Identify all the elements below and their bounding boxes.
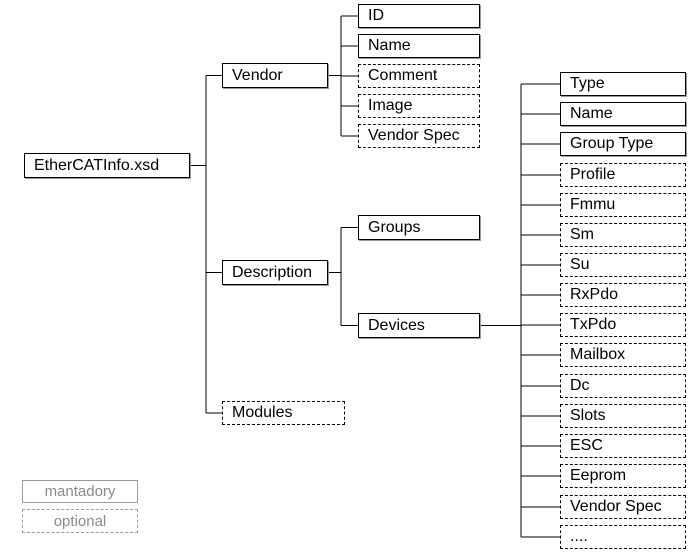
legend-optional: optional xyxy=(22,509,138,533)
node-label: Su xyxy=(570,256,590,273)
node-dev_slots[interactable]: Slots xyxy=(560,404,686,428)
node-label: Fmmu xyxy=(570,196,616,213)
node-dev_type[interactable]: Type xyxy=(560,72,686,96)
node-label: Vendor Spec xyxy=(570,498,662,515)
node-v_vspec[interactable]: Vendor Spec xyxy=(358,124,480,148)
node-label: Mailbox xyxy=(570,346,626,363)
node-label: Groups xyxy=(368,218,421,236)
node-v_comment[interactable]: Comment xyxy=(358,64,480,88)
node-dev_txpdo[interactable]: TxPdo xyxy=(560,313,686,337)
node-root[interactable]: EtherCATInfo.xsd xyxy=(24,153,190,178)
node-dev_fmmu[interactable]: Fmmu xyxy=(560,193,686,217)
node-label: Dc xyxy=(570,377,590,394)
node-label: ID xyxy=(368,7,384,24)
legend-label: optional xyxy=(53,512,107,530)
node-dev_group[interactable]: Group Type xyxy=(560,132,686,156)
node-v_name[interactable]: Name xyxy=(358,34,480,58)
node-label: Group Type xyxy=(570,135,654,152)
node-label: Name xyxy=(570,105,613,122)
node-label: Image xyxy=(368,97,413,114)
node-label: .... xyxy=(570,528,588,545)
node-dev_esc[interactable]: ESC xyxy=(560,434,686,458)
node-label: Eeprom xyxy=(570,467,627,484)
node-vendor[interactable]: Vendor xyxy=(222,63,328,88)
node-v_id[interactable]: ID xyxy=(358,4,480,28)
node-label: EtherCATInfo.xsd xyxy=(34,156,160,174)
node-label: RxPdo xyxy=(570,286,619,303)
node-label: Type xyxy=(570,75,605,92)
node-description[interactable]: Description xyxy=(222,260,328,285)
node-dev_more[interactable]: .... xyxy=(560,525,686,549)
node-label: Slots xyxy=(570,407,606,424)
legend-label: mantadory xyxy=(44,483,116,500)
node-label: Devices xyxy=(368,316,425,334)
node-label: Sm xyxy=(570,226,594,243)
node-dev_profile[interactable]: Profile xyxy=(560,163,686,187)
node-label: Profile xyxy=(570,166,616,183)
node-label: Name xyxy=(368,37,411,54)
node-dev_dc[interactable]: Dc xyxy=(560,374,686,398)
node-dev_vspec[interactable]: Vendor Spec xyxy=(560,495,686,519)
node-label: ESC xyxy=(570,437,603,454)
node-dev_rxpdo[interactable]: RxPdo xyxy=(560,283,686,307)
node-dev_eeprom[interactable]: Eeprom xyxy=(560,464,686,488)
node-v_image[interactable]: Image xyxy=(358,94,480,118)
node-d_groups[interactable]: Groups xyxy=(358,215,480,240)
node-dev_sm[interactable]: Sm xyxy=(560,223,686,247)
node-label: Vendor xyxy=(232,66,283,84)
node-d_devices[interactable]: Devices xyxy=(358,313,480,338)
node-label: Modules xyxy=(232,404,293,421)
node-dev_name[interactable]: Name xyxy=(560,102,686,126)
node-dev_su[interactable]: Su xyxy=(560,253,686,277)
node-label: Description xyxy=(232,263,313,281)
node-label: Comment xyxy=(368,67,438,84)
node-dev_mailbox[interactable]: Mailbox xyxy=(560,343,686,367)
legend-mandatory: mantadory xyxy=(22,480,138,503)
node-label: TxPdo xyxy=(570,316,617,333)
node-modules[interactable]: Modules xyxy=(222,401,345,425)
node-label: Vendor Spec xyxy=(368,127,460,144)
